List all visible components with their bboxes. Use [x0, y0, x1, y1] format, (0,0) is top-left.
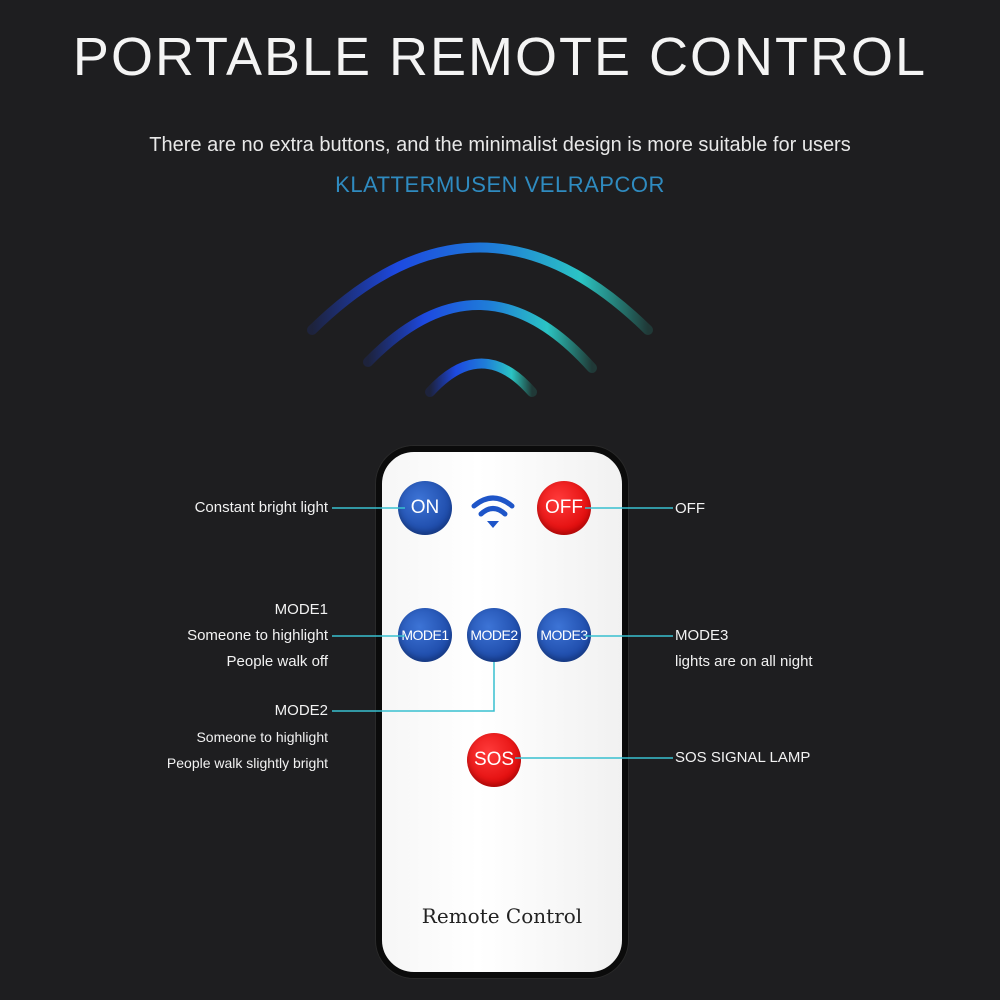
callout-mode1: MODE1 Someone to highlight People walk o… [187, 601, 328, 670]
callout-mode2: MODE2 Someone to highlight People walk s… [166, 702, 328, 771]
off-button[interactable]: OFF [537, 481, 591, 535]
mode2-button[interactable]: MODE2 [467, 608, 521, 662]
callout-on: Constant bright light [194, 499, 328, 516]
wifi-icon [471, 495, 515, 528]
page-title: PORTABLE REMOTE CONTROL [72, 27, 928, 87]
signal-wave-middle [363, 300, 597, 373]
remote-control-body: Remote Control [376, 446, 628, 978]
callout-sos: SOS SIGNAL LAMP [675, 749, 811, 766]
sos-button[interactable]: SOS [467, 733, 521, 787]
callout-mode3: MODE3 lights are on all night [675, 627, 813, 670]
on-button[interactable]: ON [398, 481, 452, 535]
callout-off: OFF [675, 500, 705, 517]
signal-wave-inner [425, 358, 537, 397]
remote-label: Remote Control [421, 904, 583, 928]
mode3-button[interactable]: MODE3 [537, 608, 591, 662]
mode1-button[interactable]: MODE1 [398, 608, 452, 662]
brand-name: KLATTERMUSEN VELRAPCOR [335, 172, 665, 197]
subtitle: There are no extra buttons, and the mini… [149, 134, 851, 156]
signal-wave-outer [307, 242, 653, 335]
